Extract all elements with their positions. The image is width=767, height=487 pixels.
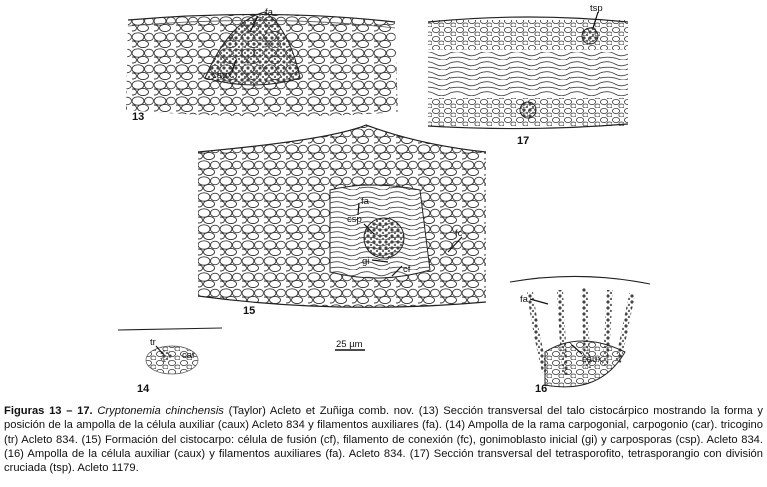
fig15-label-fa: fa xyxy=(361,196,370,207)
fig16-label-caux: caux xyxy=(582,354,602,365)
figure-16-number: 16 xyxy=(535,383,547,395)
figure-caption: Figuras 13 – 17. Cryptonemia chinchensis… xyxy=(4,404,763,475)
scale-bar-label: 25 µm xyxy=(336,339,363,350)
fig15-label-csp: csp xyxy=(347,214,362,225)
figure-17-number: 17 xyxy=(517,135,529,147)
figure-17: tsp 17 xyxy=(427,3,629,147)
figure-plate: fa caux 13 tsp 17 fa csp fc gi cf 15 xyxy=(117,3,651,395)
caption-lead: Figuras 13 – 17. xyxy=(4,405,93,417)
fig14-label-tr: tr xyxy=(150,337,156,348)
caption-body: (Taylor) Acleto et Zuñiga comb. nov. (13… xyxy=(4,405,764,475)
fig16-label-fa: fa xyxy=(520,294,529,305)
fig15-label-fc: fc xyxy=(455,228,463,239)
figure-13-number: 13 xyxy=(132,111,144,123)
figure-14: tr car 14 xyxy=(117,327,223,395)
fig17-label-tsp: tsp xyxy=(590,3,603,14)
figure-15-number: 15 xyxy=(243,305,255,317)
figure-14-number: 14 xyxy=(137,383,150,395)
scale-bar: 25 µm xyxy=(335,339,365,351)
figure-16: fa caux 16 xyxy=(509,275,651,395)
figure-15: fa csp fc gi cf 15 xyxy=(197,124,487,317)
figure-13: fa caux 13 xyxy=(126,7,398,123)
fig15-label-cf: cf xyxy=(403,264,411,275)
fig15-label-gi: gi xyxy=(362,256,369,267)
fig13-label-caux: caux xyxy=(212,70,232,81)
fig14-label-car: car xyxy=(182,350,195,361)
caption-species: Cryptonemia chinchensis xyxy=(97,405,224,417)
fig13-label-fa: fa xyxy=(265,7,274,18)
